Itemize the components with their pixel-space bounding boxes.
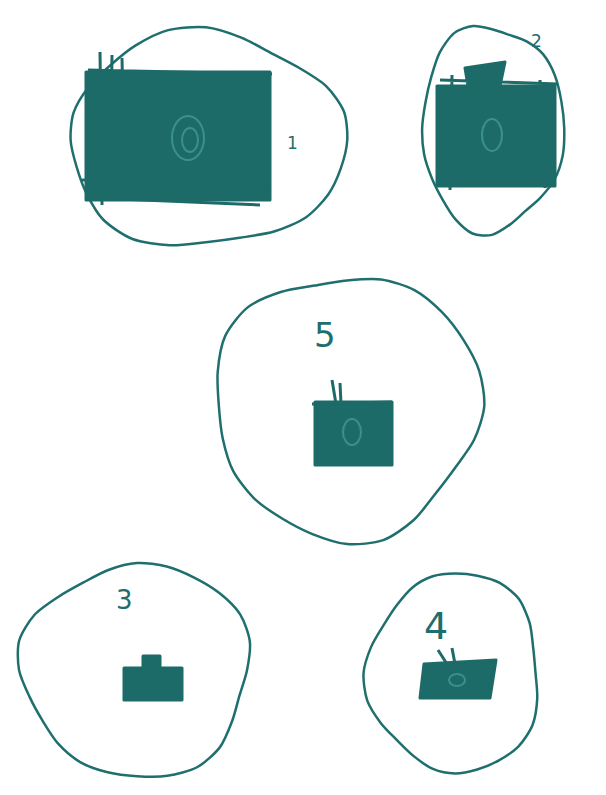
scribble-swirl	[449, 674, 465, 686]
scribble-swirl	[172, 116, 204, 160]
blob-stroke	[363, 573, 537, 773]
scribble-swirl	[343, 419, 361, 445]
callout-number: 4	[424, 607, 448, 645]
scribble-stroke	[312, 380, 392, 404]
scribble-stroke	[440, 62, 558, 190]
blob-stroke	[18, 563, 250, 777]
scribbled-icon	[437, 86, 555, 186]
scribble-swirl	[182, 128, 198, 152]
callout-number: 5	[314, 318, 336, 352]
blob-stroke	[217, 279, 484, 544]
scribbled-icon	[124, 668, 182, 700]
scribble-stroke	[143, 656, 160, 668]
scribbled-icon	[420, 660, 496, 698]
blob-stroke	[422, 26, 564, 236]
callout-number: 2	[531, 33, 542, 50]
callout-number: 1	[287, 135, 298, 152]
blob-stroke	[71, 27, 348, 245]
scribble-stroke	[82, 52, 272, 205]
scribble-swirl	[482, 119, 502, 151]
callout-number: 3	[116, 587, 133, 613]
scribbled-icon	[315, 402, 392, 465]
scribble-stroke	[438, 648, 455, 664]
